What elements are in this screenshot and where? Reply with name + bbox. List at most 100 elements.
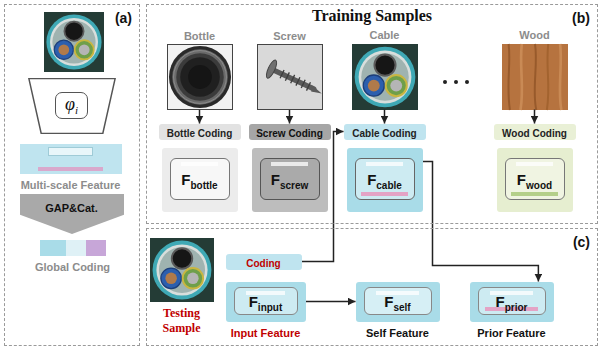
caption: Testing Sample [146, 305, 218, 335]
feature-name: Finput [249, 293, 283, 311]
panel-frame: (a) φiMulti-scale FeatureGAP&Cat. Global C… [4, 4, 140, 346]
coding-bar: Global Coding [40, 240, 106, 256]
feature-band [376, 291, 418, 295]
feature-box: FinputInput Feature [226, 282, 306, 322]
feature-box: FpriorPrior Feature [470, 282, 554, 322]
sample-image: Cable [352, 44, 418, 110]
caption-text: Cable [370, 29, 400, 41]
cable-photo [150, 238, 214, 302]
wood-photo [502, 44, 568, 110]
feature-symbol: F [384, 293, 393, 310]
feature-subscript: self [393, 302, 410, 313]
caption-text: Prior Feature [477, 327, 545, 339]
coding-label: Cable Coding [344, 124, 426, 140]
feature-name: Fself [384, 293, 410, 311]
screw-photo [257, 44, 323, 110]
caption: Cable [322, 27, 448, 42]
caption-text: Input Feature [231, 327, 301, 339]
inner-frame [505, 158, 565, 200]
feature-bar: Multi-scale Feature [20, 144, 122, 174]
feature-band [181, 162, 218, 166]
caption-text: Bottle [184, 30, 215, 42]
caption-text: Multi-scale Feature [21, 179, 121, 191]
feature-name: Fcable [367, 171, 402, 189]
feature-box: Fscrew [252, 148, 328, 212]
feature-band [361, 192, 407, 196]
coding-segment [40, 240, 66, 256]
inner-frame [170, 158, 230, 200]
subscript-text: i [75, 104, 78, 116]
encoder-block: φi [28, 78, 116, 134]
coding-name: Coding [246, 253, 280, 271]
panel-title: Training Samples [312, 7, 432, 24]
feature-subscript: prior [505, 302, 528, 313]
caption-text: Wood [519, 29, 549, 41]
panel-label: (a) [115, 10, 132, 26]
cable-photo [352, 44, 418, 110]
feature-symbol: F [496, 293, 505, 310]
feature-band [366, 162, 403, 166]
coding-text: Wood Coding [502, 128, 567, 139]
coding-segment [86, 240, 106, 256]
connector [199, 110, 201, 124]
panel-label: (c) [573, 234, 590, 250]
coding-text: Cable Coding [352, 128, 416, 139]
feature-box: Fcable [347, 148, 423, 212]
feature-symbol: F [517, 171, 526, 188]
feature-name: Fbottle [181, 171, 217, 189]
panel-heading: (c) [573, 233, 590, 251]
panel-frame: (c)Testing SampleCodingFinputInput Featu… [146, 228, 598, 346]
coding-label: Wood Coding [494, 124, 576, 140]
caption: Multi-scale Feature [0, 177, 152, 192]
caption: Global Coding [10, 259, 136, 274]
caption: Prior Feature [440, 325, 584, 340]
feature-band [511, 192, 557, 196]
sample-image: Testing Sample [150, 238, 214, 302]
coding-name: Screw Coding [256, 123, 323, 141]
pooling-text: GAP&Cat. [45, 202, 98, 214]
cable-photo [44, 12, 104, 72]
connector [306, 301, 356, 303]
bottle-photo [167, 44, 233, 110]
coding-name: Cable Coding [352, 123, 416, 141]
feature-name: Fprior [496, 293, 528, 311]
connector [384, 110, 386, 124]
panel-frame: Training Samples (b) BottleBottle CodingFb… [146, 4, 598, 224]
feature-symbol: F [249, 293, 258, 310]
caption: Bottle [138, 28, 262, 43]
coding-text: Bottle Coding [167, 128, 233, 139]
feature-name: Fscrew [271, 171, 309, 189]
panel-heading: Training Samples [147, 7, 597, 25]
feature-subscript: screw [280, 180, 308, 191]
sample-image: Wood [502, 44, 568, 110]
ellipsis-dots [443, 80, 469, 84]
sample-image: Screw [257, 44, 323, 110]
pooling-name: GAP&Cat. [45, 198, 98, 216]
connector [423, 162, 539, 282]
feature-band [38, 167, 103, 171]
feature-box: Fbottle [162, 148, 238, 212]
panel-label: (b) [572, 10, 590, 26]
inner-frame [260, 158, 320, 200]
caption-text: Screw [273, 30, 305, 42]
feature-band [48, 147, 93, 156]
caption: Input Feature [196, 325, 336, 340]
connector [534, 110, 536, 124]
feature-symbol: F [181, 171, 190, 188]
feature-subscript: cable [376, 180, 402, 191]
panel-heading: (b) [572, 9, 590, 27]
coding-label: Screw Coding [249, 124, 331, 140]
encoder-name: φi [55, 92, 88, 119]
feature-name: Fwood [517, 171, 552, 189]
caption-text: Self Feature [366, 327, 429, 339]
feature-symbol: F [367, 171, 376, 188]
caption: Wood [472, 27, 598, 42]
inner-frame [355, 158, 415, 200]
feature-box: Fwood [497, 148, 573, 212]
pooling-arrow: GAP&Cat. [20, 194, 124, 234]
coding-text: Coding [246, 258, 280, 269]
caption: Self Feature [326, 325, 470, 340]
coding-text: Screw Coding [256, 128, 323, 139]
coding-name: Bottle Coding [167, 123, 233, 141]
